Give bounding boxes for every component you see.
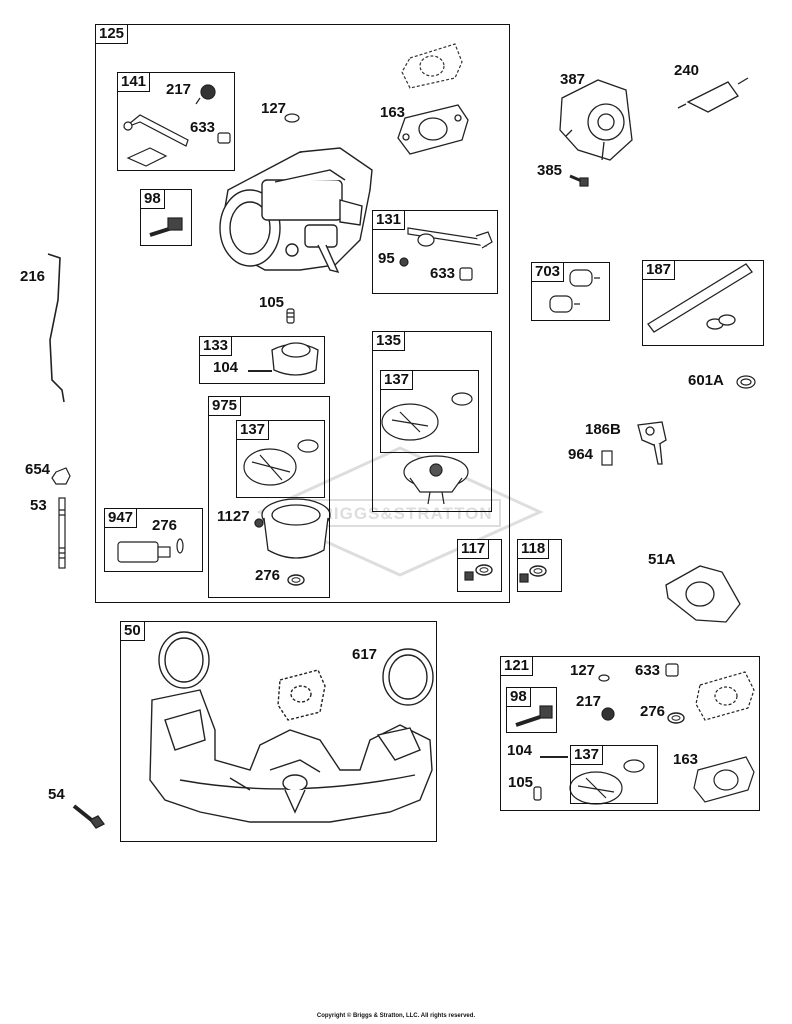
fuel-line-187-shape bbox=[647, 263, 753, 333]
part-216-callout[interactable]: 216 bbox=[20, 268, 46, 285]
part-276-bowl-callout[interactable]: 276 bbox=[255, 567, 281, 584]
group-label-117[interactable]: 117 bbox=[457, 539, 490, 559]
float-bowl-975-shape bbox=[254, 498, 331, 586]
copyright-notice: Copyright © Briggs & Stratton, LLC. All … bbox=[316, 1013, 476, 1019]
group-label-137b[interactable]: 137 bbox=[236, 420, 270, 440]
needle-105-shape bbox=[286, 308, 295, 324]
group-label-50[interactable]: 50 bbox=[120, 621, 145, 641]
part-633-throttle-callout[interactable]: 633 bbox=[430, 265, 456, 282]
group-label-141[interactable]: 141 bbox=[117, 72, 151, 92]
part-217-callout[interactable]: 217 bbox=[166, 81, 192, 98]
part-127-kit-callout[interactable]: 127 bbox=[570, 662, 596, 679]
part-217-kit-callout[interactable]: 217 bbox=[576, 693, 602, 710]
group-label-187[interactable]: 187 bbox=[642, 260, 676, 280]
group-label-947[interactable]: 947 bbox=[104, 508, 138, 528]
part-387-callout[interactable]: 387 bbox=[560, 71, 586, 88]
fuel-pump-387-shape bbox=[559, 79, 633, 161]
part-95-callout[interactable]: 95 bbox=[378, 250, 395, 267]
fuel-filter-240-shape bbox=[677, 77, 749, 113]
group-box-947 bbox=[104, 508, 203, 572]
group-box-131 bbox=[372, 210, 498, 294]
screw-117-shape bbox=[464, 564, 493, 581]
group-label-137c[interactable]: 137 bbox=[570, 745, 604, 765]
group-label-98a[interactable]: 98 bbox=[140, 189, 165, 209]
part-654-callout[interactable]: 654 bbox=[25, 461, 51, 478]
governor-link-216-shape bbox=[47, 253, 65, 403]
group-box-98a bbox=[140, 189, 192, 246]
group-label-125[interactable]: 125 bbox=[95, 24, 129, 44]
throttle-shaft-131-shape bbox=[399, 227, 493, 281]
group-box-125 bbox=[95, 24, 510, 603]
fuel-solenoid-947-shape bbox=[117, 538, 184, 563]
part-964-callout[interactable]: 964 bbox=[568, 446, 594, 463]
bowl-gasket-137b-shape bbox=[243, 439, 319, 486]
group-box-133 bbox=[199, 336, 325, 384]
watermark-text: BRIGGS&STRATTON bbox=[307, 504, 492, 523]
bowl-base-135-shape bbox=[403, 455, 469, 505]
gasket-163-shape bbox=[397, 104, 469, 155]
screw-spring-98-shape bbox=[149, 217, 183, 237]
gasket-51A-shape bbox=[665, 565, 741, 623]
part-163-kit-callout[interactable]: 163 bbox=[673, 751, 699, 768]
part-601A-callout[interactable]: 601A bbox=[688, 372, 724, 389]
group-box-98b bbox=[506, 687, 557, 733]
gasket-163-top-shape bbox=[401, 43, 463, 89]
choke-shaft-141-shape bbox=[123, 84, 231, 167]
part-1127-callout[interactable]: 1127 bbox=[217, 508, 250, 525]
part-104-callout[interactable]: 104 bbox=[213, 359, 239, 376]
part-105-callout[interactable]: 105 bbox=[259, 294, 285, 311]
part-51A-callout[interactable]: 51A bbox=[648, 551, 676, 568]
intake-manifold-50-shape bbox=[149, 631, 434, 823]
part-104-kit-callout[interactable]: 104 bbox=[507, 742, 533, 759]
part-617-callout[interactable]: 617 bbox=[352, 646, 378, 663]
part-186B-callout[interactable]: 186B bbox=[585, 421, 621, 438]
elbow-fitting-186B-shape bbox=[637, 421, 667, 465]
plug-964-shape bbox=[601, 450, 613, 466]
group-label-703[interactable]: 703 bbox=[531, 262, 565, 282]
clamp-703-shape bbox=[549, 269, 600, 313]
part-385-callout[interactable]: 385 bbox=[537, 162, 563, 179]
group-label-98b[interactable]: 98 bbox=[506, 687, 531, 707]
group-box-187 bbox=[642, 260, 764, 346]
screw-118-shape bbox=[519, 565, 547, 583]
part-127-callout[interactable]: 127 bbox=[261, 100, 287, 117]
part-105-kit-callout[interactable]: 105 bbox=[508, 774, 534, 791]
part-163-callout[interactable]: 163 bbox=[380, 104, 406, 121]
bolt-54-shape bbox=[72, 804, 105, 829]
group-label-135[interactable]: 135 bbox=[372, 331, 406, 351]
group-box-50 bbox=[120, 621, 437, 842]
o-ring-127-shape bbox=[284, 113, 300, 123]
carb-kit-121-shapes bbox=[515, 663, 755, 805]
group-label-133[interactable]: 133 bbox=[199, 336, 233, 356]
screw-385-shape bbox=[569, 174, 589, 187]
group-box-121 bbox=[500, 656, 760, 811]
group-box-975 bbox=[208, 396, 330, 598]
group-label-975[interactable]: 975 bbox=[208, 396, 242, 416]
part-276-solenoid-callout[interactable]: 276 bbox=[152, 517, 178, 534]
group-box-137a bbox=[380, 370, 479, 453]
stud-53-shape bbox=[58, 497, 66, 569]
group-box-135 bbox=[372, 331, 492, 512]
group-label-118[interactable]: 118 bbox=[517, 539, 550, 559]
group-box-137b bbox=[236, 420, 325, 498]
group-label-137a[interactable]: 137 bbox=[380, 370, 414, 390]
part-53-callout[interactable]: 53 bbox=[30, 497, 47, 514]
group-label-131[interactable]: 131 bbox=[372, 210, 406, 230]
part-276-kit-callout[interactable]: 276 bbox=[640, 703, 666, 720]
group-box-137c bbox=[570, 745, 658, 804]
bowl-gasket-137a-shape bbox=[381, 392, 473, 441]
nut-654-shape bbox=[51, 467, 71, 485]
part-633-callout[interactable]: 633 bbox=[190, 119, 216, 136]
part-240-callout[interactable]: 240 bbox=[674, 62, 700, 79]
part-633-kit-callout[interactable]: 633 bbox=[635, 662, 661, 679]
group-box-703 bbox=[531, 262, 610, 321]
group-label-121[interactable]: 121 bbox=[500, 656, 534, 676]
float-133-shape bbox=[248, 342, 319, 376]
clamp-601A-shape bbox=[736, 375, 756, 389]
part-54-callout[interactable]: 54 bbox=[48, 786, 65, 803]
group-box-141 bbox=[117, 72, 235, 171]
carburetor-body-shape bbox=[219, 147, 373, 274]
